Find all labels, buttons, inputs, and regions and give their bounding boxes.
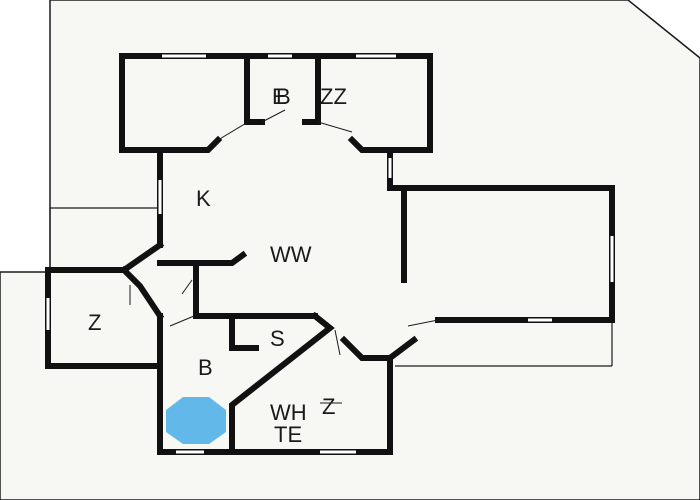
room-label-bedroom-1: E <box>272 84 287 109</box>
room-label-utility-te: TE <box>274 422 302 447</box>
room-label-bedroom-2: ZZ <box>320 84 347 109</box>
door-swings <box>129 109 439 404</box>
room-label-bedroom-1-overlay: B <box>276 84 291 109</box>
room-label-bath-z: Z <box>88 310 101 335</box>
room-label-living: WW <box>270 242 312 267</box>
terrace-lines <box>49 207 613 367</box>
room-label-utility-z: Z <box>322 394 335 419</box>
room-label-shower: S <box>270 326 285 351</box>
room-label-bedroom-3: K <box>196 186 211 211</box>
room-label-utility-wh: WH <box>270 400 307 425</box>
windows <box>46 54 614 454</box>
octagon-hot-tub-icon <box>166 397 226 444</box>
room-label-bath-b: B <box>198 355 213 380</box>
